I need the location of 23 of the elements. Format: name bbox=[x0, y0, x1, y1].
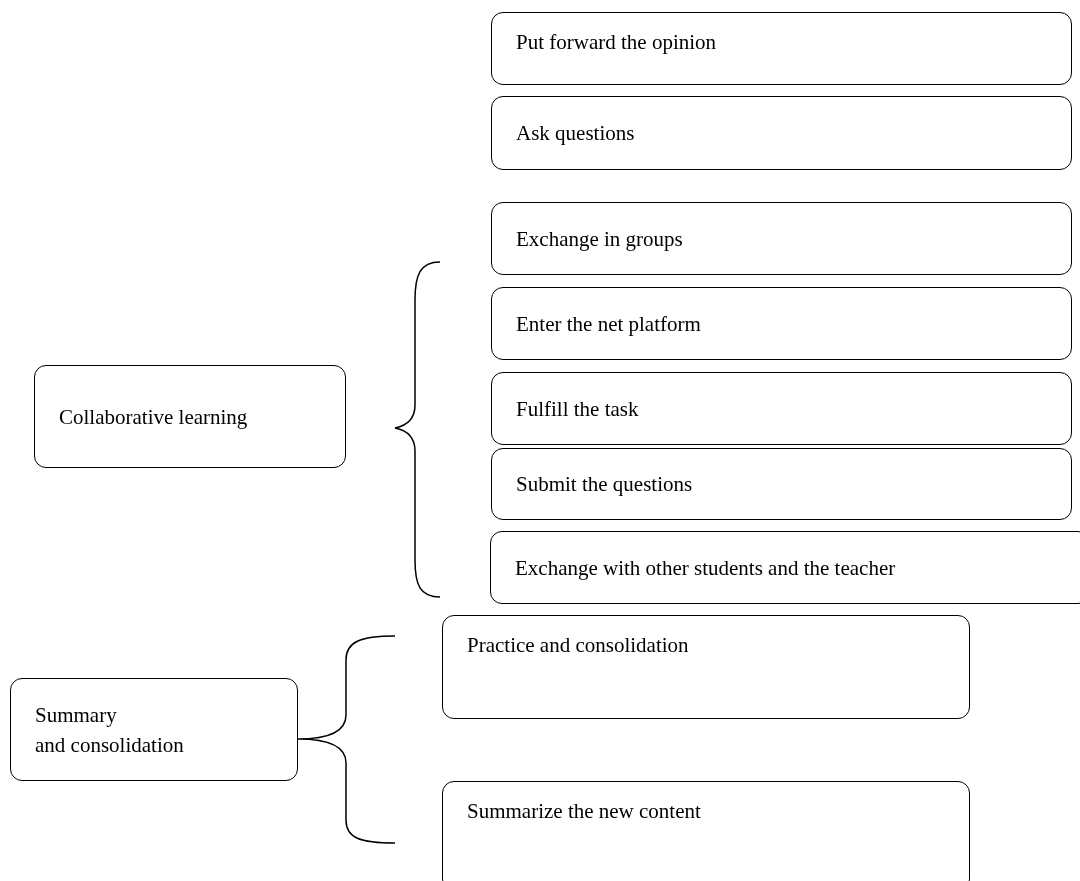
process-box bbox=[10, 678, 298, 781]
box-text: Summary bbox=[35, 701, 117, 729]
box-text: Practice and consolidation bbox=[467, 632, 689, 659]
box-text: Exchange in groups bbox=[516, 225, 683, 253]
box-text: Collaborative learning bbox=[59, 403, 248, 431]
box-text: Put forward the opinion bbox=[516, 29, 717, 56]
box-text: Ask questions bbox=[516, 120, 635, 147]
process-box bbox=[491, 12, 1072, 85]
box-text: Submit the questions bbox=[516, 471, 693, 498]
box-text: Enter the net platform bbox=[516, 310, 701, 338]
process-box bbox=[491, 448, 1072, 520]
process-box bbox=[442, 615, 970, 719]
process-box bbox=[491, 287, 1072, 360]
process-box bbox=[34, 365, 346, 468]
box-text: Summarize the new content bbox=[467, 798, 701, 825]
process-box bbox=[491, 96, 1072, 170]
box-text: Exchange with other students and the teacher bbox=[515, 554, 896, 582]
box-text: Fulfill the task bbox=[516, 395, 639, 423]
process-box bbox=[442, 781, 970, 881]
box-text: and consolidation bbox=[35, 731, 184, 759]
process-box bbox=[491, 202, 1072, 275]
process-box bbox=[490, 531, 1080, 604]
process-box bbox=[491, 372, 1072, 445]
